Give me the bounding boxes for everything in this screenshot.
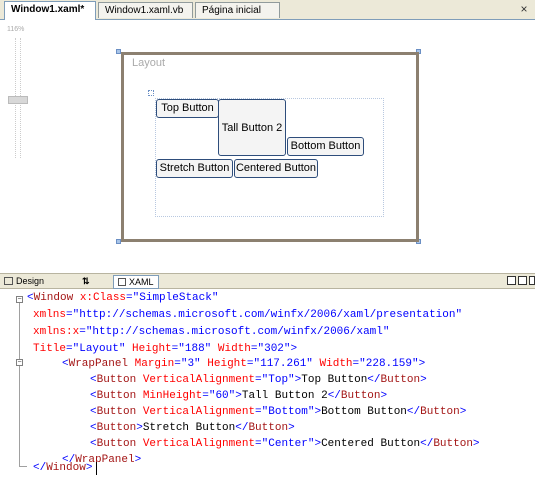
fold-guide	[19, 303, 20, 367]
top-button[interactable]: Top Button	[156, 99, 219, 118]
tab-window1-xaml[interactable]: Window1.xaml*	[4, 1, 96, 20]
wrap-panel[interactable]: Top Button Tall Button 2 Bottom Button S…	[155, 98, 384, 217]
fold-guide	[19, 366, 20, 466]
bottom-button[interactable]: Bottom Button	[287, 137, 364, 156]
view-switch-bar: Design ⇅ XAML	[0, 273, 535, 289]
tab-design[interactable]: Design	[4, 275, 44, 287]
vertical-split-icon[interactable]	[507, 276, 516, 285]
window-preview[interactable]: Layout Top Button Tall Button 2 Bottom B…	[121, 52, 419, 242]
design-icon	[4, 277, 13, 285]
window-title: Layout	[132, 57, 166, 69]
code-line-9: <Button>Stretch Button</Button>	[90, 422, 295, 434]
horizontal-split-icon[interactable]	[518, 276, 527, 285]
fold-toggle-wrappanel[interactable]: −	[16, 359, 23, 366]
document-tab-strip: Window1.xaml* Window1.xaml.vb Página ini…	[0, 0, 535, 20]
zoom-level: 116%	[7, 26, 25, 33]
stretch-button[interactable]: Stretch Button	[156, 159, 233, 178]
code-line-3: xmlns:x="http://schemas.microsoft.com/wi…	[33, 326, 390, 338]
tab-design-label: Design	[16, 276, 45, 286]
fold-end	[19, 466, 27, 467]
wrappanel-adorner[interactable]	[148, 90, 154, 96]
tall-button-2[interactable]: Tall Button 2	[218, 99, 286, 156]
resize-handle-bottom-left[interactable]	[116, 239, 121, 244]
tab-xaml[interactable]: XAML	[113, 275, 159, 289]
tab-window1-xaml-vb[interactable]: Window1.xaml.vb	[98, 2, 193, 18]
text-caret	[96, 462, 97, 475]
collapse-pane-icon[interactable]	[529, 276, 535, 285]
tab-xaml-label: XAML	[129, 277, 154, 287]
code-line-5: <WrapPanel Margin="3" Height="117.261" W…	[62, 358, 426, 370]
design-surface[interactable]: 116% Layout Top Button Tall Button 2 Bot…	[0, 20, 535, 273]
code-line-8: <Button VerticalAlignment="Bottom">Botto…	[90, 406, 467, 418]
swap-panes-icon[interactable]: ⇅	[82, 276, 90, 286]
code-line-10: <Button VerticalAlignment="Center">Cente…	[90, 438, 480, 450]
code-line-4: Title="Layout" Height="188" Width="302">	[33, 343, 298, 355]
centered-button[interactable]: Centered Button	[234, 159, 318, 178]
code-line-6: <Button VerticalAlignment="Top">Top Butt…	[90, 374, 427, 386]
close-icon[interactable]: ×	[520, 2, 528, 16]
code-line-7: <Button MinHeight="60">Tall Button 2</Bu…	[90, 390, 388, 402]
zoom-slider[interactable]: 116%	[5, 24, 29, 164]
xaml-editor[interactable]: − − <Window x:Class="SimpleStack" xmlns=…	[0, 289, 535, 481]
code-line-12: </Window>	[33, 462, 93, 474]
resize-handle-top-left[interactable]	[116, 49, 121, 54]
fold-toggle-window[interactable]: −	[16, 296, 23, 303]
xaml-icon	[118, 278, 126, 286]
code-line-11: </WrapPanel>	[62, 454, 142, 466]
zoom-thumb[interactable]	[8, 96, 28, 104]
code-line-1: <Window x:Class="SimpleStack"	[27, 292, 219, 304]
code-line-2: xmlns="http://schemas.microsoft.com/winf…	[33, 309, 463, 321]
tab-pagina-inicial[interactable]: Página inicial	[195, 2, 280, 18]
editor-gutter	[0, 289, 14, 481]
